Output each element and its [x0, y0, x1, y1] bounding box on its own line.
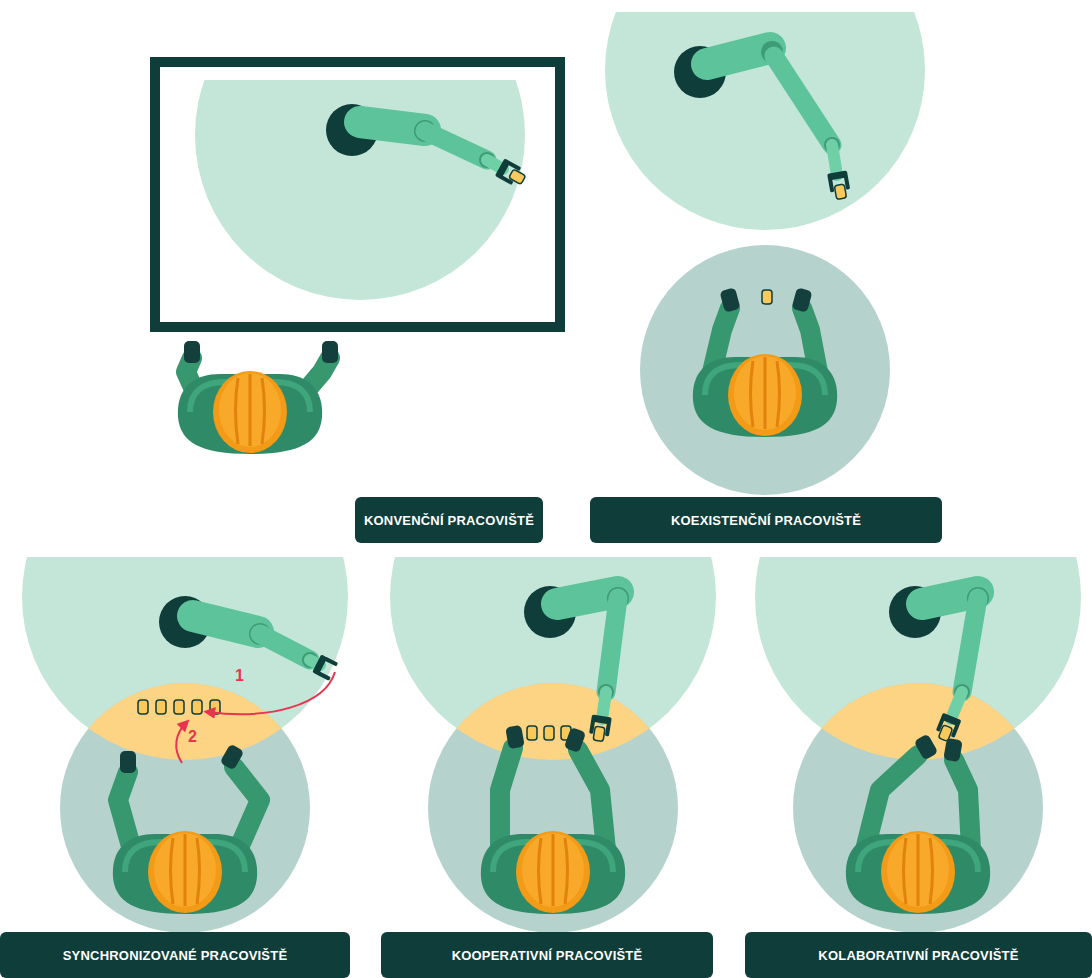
robot-arm — [326, 104, 528, 189]
safety-fence — [155, 62, 560, 327]
worker-hand — [943, 738, 963, 762]
part-row — [138, 700, 220, 714]
robot-tool — [588, 715, 612, 743]
worker-body — [178, 371, 322, 454]
label-box: KOOPERATIVNÍ PRACOVIŠTĚ — [381, 932, 713, 978]
worker-hand — [184, 341, 200, 363]
callout-number: 2 — [188, 728, 197, 746]
robot-zone — [755, 557, 1081, 760]
robot-upper-arm — [707, 48, 770, 64]
worker-hand — [791, 287, 812, 312]
robot-zone — [605, 12, 925, 230]
robot-arm — [889, 586, 989, 743]
zones — [22, 557, 348, 933]
robot-forearm — [774, 56, 832, 145]
zones — [755, 557, 1081, 933]
worker-hand — [220, 743, 245, 770]
flow-arrow — [208, 672, 335, 714]
robot-tool — [934, 713, 962, 744]
robot-wrist — [951, 692, 962, 719]
robot-forearm — [425, 131, 487, 160]
robot-tool — [827, 170, 851, 200]
worker — [113, 743, 260, 914]
robot-zone — [390, 557, 716, 760]
robot-forearm — [260, 634, 310, 660]
worker-hand — [505, 725, 525, 749]
work-part — [762, 290, 772, 304]
label-box: KOEXISTENČNÍ PRACOVIŠTĚ — [590, 497, 942, 543]
robot-tool — [495, 158, 528, 189]
robot-wrist — [602, 692, 606, 719]
worker-hand — [914, 733, 939, 760]
robot-zone — [22, 557, 348, 760]
robot-zone — [195, 80, 525, 300]
callout-number: 1 — [235, 667, 244, 685]
shared-zone — [390, 557, 716, 760]
panel-label: KONVENČNÍ PRACOVIŠTĚ — [364, 513, 534, 528]
flow-arrow — [176, 723, 186, 763]
robot-arm — [674, 41, 851, 200]
label-box: KONVENČNÍ PRACOVIŠTĚ — [355, 497, 543, 543]
worker-body — [113, 831, 257, 914]
work-part — [593, 726, 605, 741]
conventional-cell — [155, 0, 560, 454]
worker — [481, 725, 625, 914]
work-part — [156, 700, 166, 714]
panel-label: SYNCHRONIZOVANÉ PRACOVIŠTĚ — [63, 948, 288, 963]
synchronized-cell — [22, 434, 348, 933]
coexistence-cell — [605, 0, 925, 495]
work-part — [138, 700, 148, 714]
worker-body — [846, 831, 990, 914]
robot-arm — [524, 586, 629, 742]
worker — [693, 287, 837, 437]
worker-hand — [564, 727, 587, 753]
worker — [846, 733, 990, 914]
work-part — [527, 726, 537, 740]
robot-arm — [159, 596, 338, 681]
label-box: KOLABORATIVNÍ PRACOVIŠTĚ — [745, 932, 1092, 978]
worker-body — [481, 831, 625, 914]
robot-upper-arm — [193, 616, 258, 632]
worker-hand — [322, 341, 338, 363]
robot-forearm — [962, 598, 978, 692]
robot-forearm — [606, 598, 618, 692]
work-part — [834, 184, 846, 200]
panel-label: KOLABORATIVNÍ PRACOVIŠTĚ — [818, 948, 1018, 963]
worker-body — [693, 354, 837, 437]
work-part — [174, 700, 184, 714]
worker-hand — [719, 287, 740, 312]
worker-zone — [640, 245, 890, 495]
robot-wrist — [832, 145, 837, 175]
work-part — [509, 169, 526, 185]
panel-label: KOOPERATIVNÍ PRACOVIŠTĚ — [452, 948, 643, 963]
worker-hand — [120, 751, 136, 773]
worker — [178, 341, 338, 454]
shared-zone — [22, 557, 348, 760]
panel-label: KOEXISTENČNÍ PRACOVIŠTĚ — [671, 513, 861, 528]
label-box: SYNCHRONIZOVANÉ PRACOVIŠTĚ — [0, 932, 350, 978]
shared-zone — [755, 557, 1081, 760]
zones — [390, 557, 716, 933]
work-part — [192, 700, 202, 714]
part-row — [527, 726, 571, 740]
work-part — [544, 726, 554, 740]
